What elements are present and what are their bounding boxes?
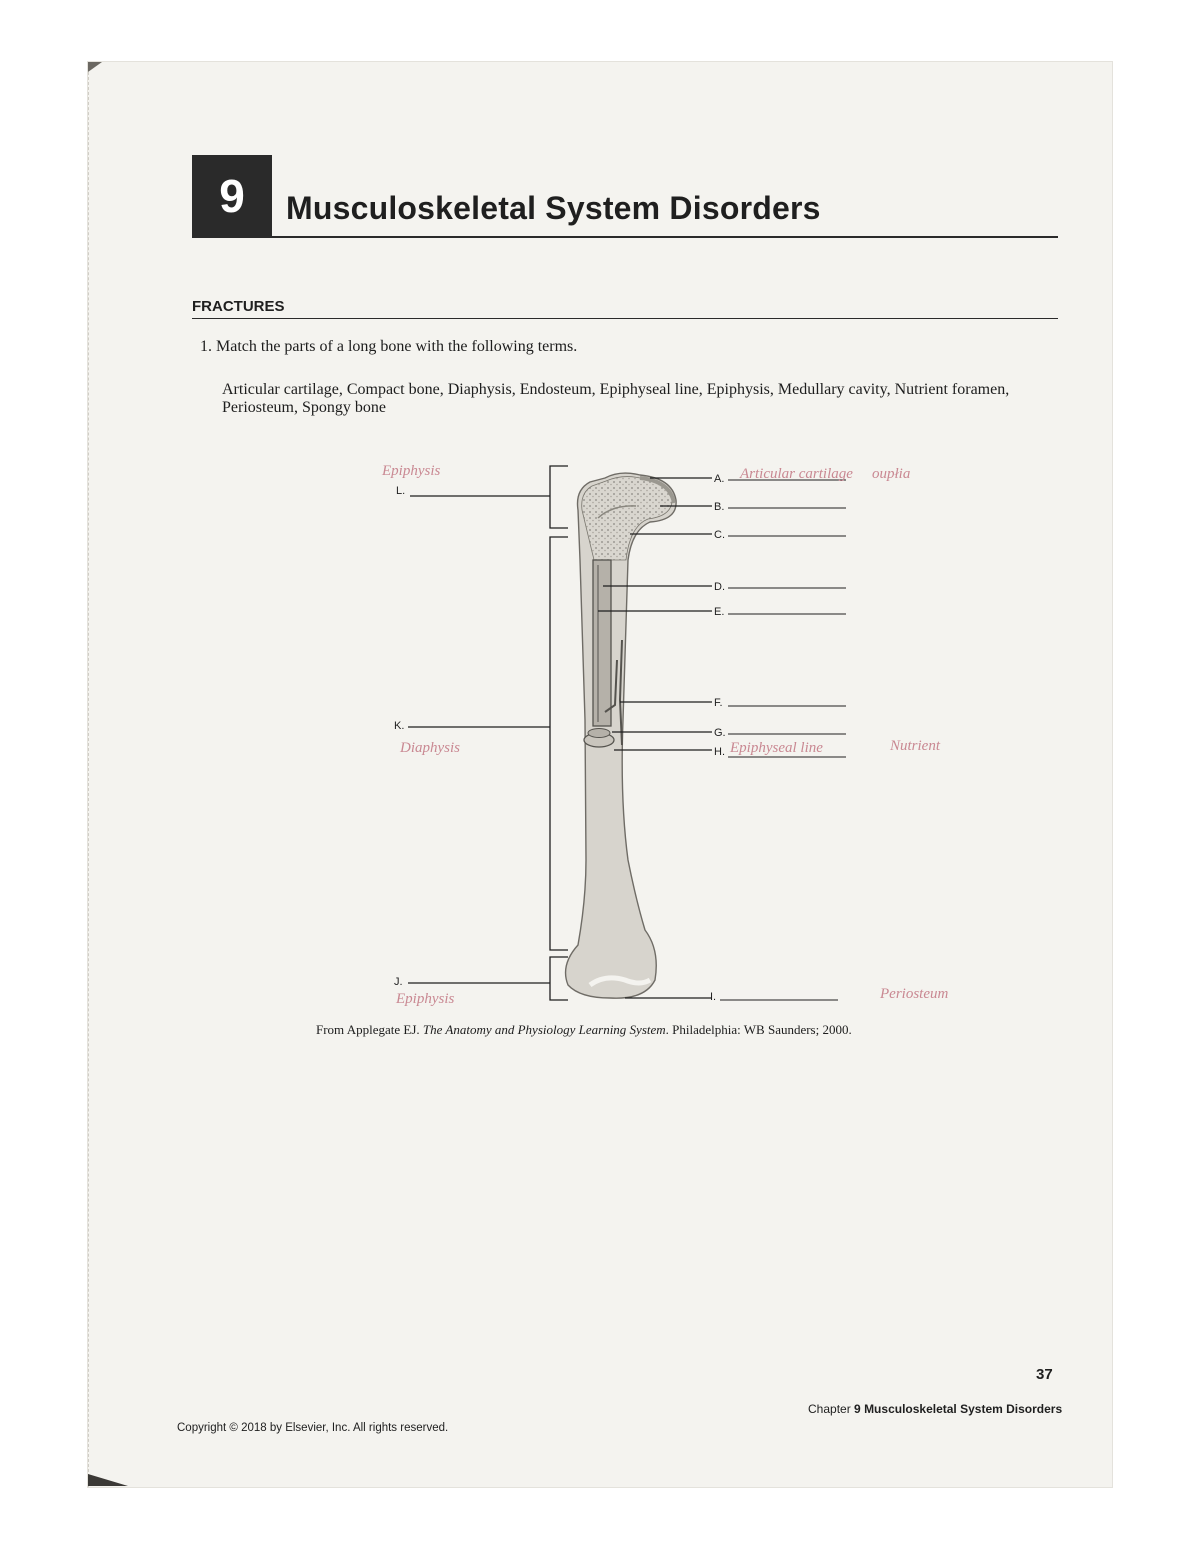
bracket-k bbox=[549, 536, 568, 951]
credit-prefix: From Applegate EJ. bbox=[316, 1022, 423, 1037]
figure-credit: From Applegate EJ. The Anatomy and Physi… bbox=[316, 1022, 852, 1038]
medullary-cavity bbox=[592, 559, 612, 727]
running-chapter-number: 9 bbox=[854, 1402, 861, 1416]
cross-section-inner bbox=[587, 728, 611, 738]
handwritten-answer-h-right: Nutrient bbox=[889, 738, 941, 754]
section-heading: FRACTURES bbox=[192, 298, 285, 315]
epiphyseal-line bbox=[597, 505, 637, 519]
handwritten-answer-h: Epiphyseal line bbox=[729, 740, 823, 756]
bracket-j bbox=[549, 956, 568, 1001]
running-prefix: Chapter bbox=[808, 1402, 855, 1416]
label-d: D. bbox=[714, 581, 725, 593]
running-footer: Chapter 9 Musculoskeletal System Disorde… bbox=[808, 1402, 1062, 1416]
page-edge-dashed bbox=[88, 62, 89, 1487]
label-c: C. bbox=[714, 529, 725, 541]
articular-cartilage bbox=[639, 476, 676, 504]
long-bone-diagram: A. B. C. D. E. F. G. H. I. J. K. L. Epip… bbox=[381, 463, 948, 1007]
label-k: K. bbox=[394, 720, 404, 732]
title-rule bbox=[192, 236, 1058, 238]
chapter-title: Musculoskeletal System Disorders bbox=[286, 190, 821, 226]
label-g: G. bbox=[714, 727, 726, 739]
handwritten-answer-a-right: oupłia bbox=[872, 466, 910, 482]
credit-book-title: The Anatomy and Physiology Learning Syst… bbox=[422, 1022, 666, 1037]
bracket-l bbox=[549, 465, 568, 529]
question-text: 1. Match the parts of a long bone with t… bbox=[200, 338, 578, 355]
label-b: B. bbox=[714, 501, 724, 513]
label-f: F. bbox=[714, 697, 723, 709]
handwritten-answer-i: Periosteum bbox=[879, 986, 948, 1002]
term-list: Articular cartilage, Compact bone, Diaph… bbox=[222, 381, 1010, 416]
handwritten-answer-k: Diaphysis bbox=[399, 740, 460, 756]
credit-suffix: . Philadelphia: WB Saunders; 2000. bbox=[665, 1022, 852, 1037]
page-corner-shadow bbox=[88, 1474, 128, 1486]
chapter-number: 9 bbox=[192, 155, 272, 237]
label-a: A. bbox=[714, 473, 724, 485]
label-e: E. bbox=[714, 606, 724, 618]
handwritten-answer-l: Epiphysis bbox=[381, 463, 440, 479]
label-i: I. bbox=[710, 991, 716, 1003]
handwritten-answer-a: Articular cartilage bbox=[739, 466, 853, 482]
page-number: 37 bbox=[1036, 1366, 1053, 1383]
label-h: H. bbox=[714, 746, 725, 758]
page-corner-shadow bbox=[88, 62, 102, 72]
section-rule bbox=[192, 318, 1058, 319]
copyright-notice: Copyright © 2018 by Elsevier, Inc. All r… bbox=[177, 1422, 449, 1434]
nutrient-vessel bbox=[604, 639, 623, 746]
label-l: L. bbox=[396, 485, 405, 497]
distal-cartilage bbox=[588, 975, 652, 988]
handwritten-answer-j: Epiphysis bbox=[395, 991, 454, 1007]
label-j: J. bbox=[394, 976, 403, 988]
running-chapter-title: Musculoskeletal System Disorders bbox=[864, 1402, 1063, 1416]
